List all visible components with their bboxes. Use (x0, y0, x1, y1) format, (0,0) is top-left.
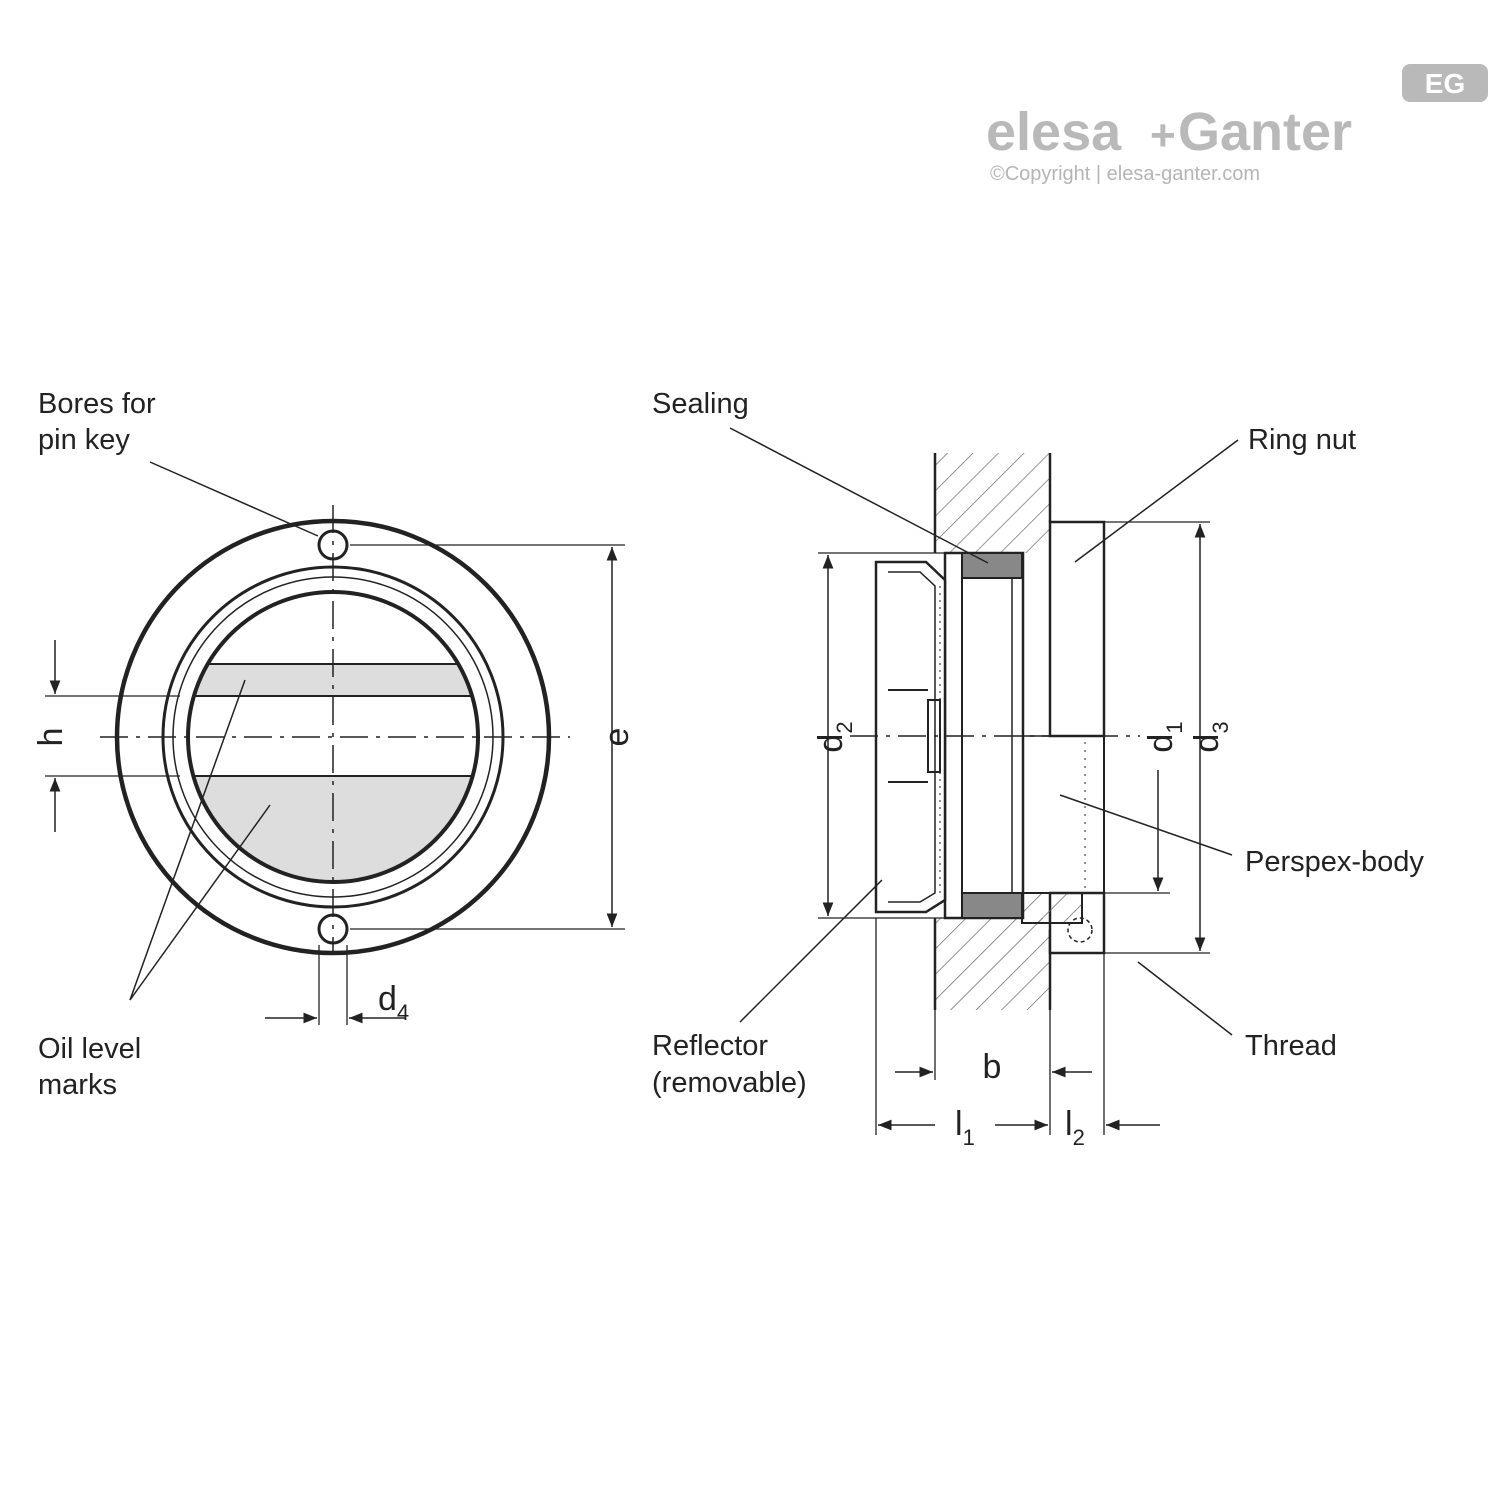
section-view (850, 453, 1140, 1010)
copyright-text: ©Copyright | elesa-ganter.com (990, 163, 1260, 185)
brand-logo: EG elesa + Ganter ©Copyright | elesa-gan… (986, 64, 1488, 185)
oil-marks-label-line2: marks (38, 1069, 117, 1101)
thread-leader (1137, 961, 1233, 1036)
housing-wall-bottom (935, 918, 1050, 1010)
oil-leader-2 (129, 804, 271, 1001)
oil-leader-1 (129, 679, 246, 1001)
oil-marks-label-line1: Oil level (38, 1033, 141, 1065)
sealing-leader (729, 427, 989, 564)
thread-label: Thread (1245, 1030, 1337, 1062)
ring-nut-label: Ring nut (1248, 424, 1356, 456)
d3-dimension-label: d3 (1188, 721, 1233, 752)
e-dimension-label: e (598, 728, 636, 747)
sealing-top (961, 552, 1023, 579)
eg-badge (1402, 64, 1488, 102)
housing-wall-top (935, 453, 1050, 553)
bores-label-line1: Bores for (38, 388, 156, 420)
brand-name-elesa: elesa (986, 102, 1122, 162)
oil-band-upper (188, 664, 478, 696)
reflector-leader (739, 879, 883, 1023)
brand-plus: + (1150, 111, 1176, 160)
thread-bore (1067, 917, 1093, 943)
ring-nut (1048, 520, 1106, 738)
l2-dimension-label: l2 (1065, 1105, 1085, 1150)
eg-badge-text: EG (1425, 68, 1465, 99)
d1-dimension-label: d1 (1142, 721, 1187, 752)
perspex-leader (1059, 794, 1233, 856)
b-dimension-label: b (983, 1048, 1002, 1086)
sealing-bottom (961, 892, 1023, 919)
perspex-body-label: Perspex-body (1245, 846, 1424, 878)
reflector-label-line1: Reflector (652, 1030, 768, 1062)
ring-nut-leader (1074, 439, 1239, 563)
d4-dimension-label: d4 (378, 980, 409, 1025)
bores-leader (149, 461, 319, 537)
reflector (874, 560, 947, 914)
bores-label-line2: pin key (38, 424, 130, 456)
reflector-label-line2: (removable) (652, 1067, 807, 1099)
section-dimensions (729, 427, 1239, 1135)
h-dimension-label: h (32, 728, 70, 747)
brand-name-ganter: Ganter (1178, 102, 1352, 162)
front-view (45, 461, 625, 1025)
l1-dimension-label: l1 (955, 1105, 975, 1150)
d2-dimension-label: d2 (812, 721, 857, 752)
sealing-label: Sealing (652, 388, 749, 420)
